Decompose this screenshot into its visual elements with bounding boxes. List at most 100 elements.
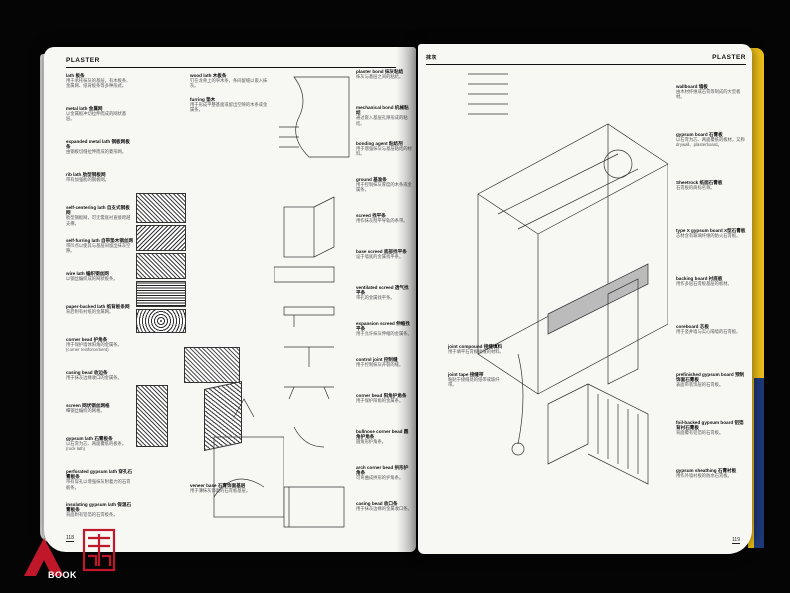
term-entry: expanded metal lath 钢板网板条由钢板切缝拉伸而成的菱形网。 xyxy=(66,139,134,155)
term-entry: furring 垫木用于形成平整基面或留出空隙的木条或金属条。 xyxy=(190,97,270,113)
term-definition: 抹灰与基层之间的粘结。 xyxy=(356,74,404,80)
wallboard-isometric-drawing xyxy=(468,73,668,485)
term-title: arch corner bead 拱形护角条 xyxy=(356,465,409,476)
term-definition: 以钢丝编织成的网状板条。 xyxy=(66,276,118,282)
term-title: gypsum lath 石膏板条 xyxy=(66,436,113,441)
term-definition: 芯材含有玻璃纤维的防火石膏板。 xyxy=(676,233,741,239)
term-entry: gypsum sheathing 石膏衬板用作外墙衬板的防水石膏板。 xyxy=(676,468,746,478)
term-title: wallboard 墙板 xyxy=(676,84,708,89)
left-folio: 118 xyxy=(66,535,74,542)
term-definition: 用于薄抹灰饰面的石膏板基层。 xyxy=(190,488,251,494)
term-title: casing bead 收口条 xyxy=(356,501,398,506)
left-page: PLASTER lath 板条用于承托抹灰的基层，有木板条、金属网、纸背板条等多… xyxy=(44,47,416,552)
term-entry: perforated gypsum lath 穿孔石膏板条带有穿孔以增强抹灰附着… xyxy=(66,469,134,490)
term-definition: 通过嵌入基层孔隙形成的粘结。 xyxy=(356,115,408,126)
term-title: paper-backed lath 纸背板条网 xyxy=(66,304,130,309)
term-entry: casing bead 收边条用于抹灰边缘收口的金属条。 xyxy=(66,370,134,380)
term-title: ground 基准条 xyxy=(356,177,387,182)
term-definition: 用于增强抹灰与基层粘结的材料。 xyxy=(356,146,412,157)
term-title: foil-backed gypsum board 铝箔背衬石膏板 xyxy=(676,420,744,431)
term-entry: joint tape 接缝带粘贴于接缝处的纸带或玻纤带。 xyxy=(448,372,508,388)
term-entry: Sheetrock 纸面石膏板石膏板的商标名称。 xyxy=(676,180,746,190)
term-entry: expansion screed 伸缩找平条用于允许抹灰伸缩的金属条。 xyxy=(356,321,412,337)
term-title: mechanical bond 机械粘结 xyxy=(356,105,409,116)
term-title: screed 找平条 xyxy=(356,213,386,218)
term-title: gypsum sheathing 石膏衬板 xyxy=(676,468,737,473)
term-entry: coreboard 芯板用于竖井墙与实心隔墙的石膏板。 xyxy=(676,324,746,334)
corner-bead-drawings xyxy=(213,398,284,518)
term-entry: ground 基准条用于控制抹灰厚度的木条或金属条。 xyxy=(356,177,412,193)
term-title: furring 垫木 xyxy=(190,97,216,102)
term-title: coreboard 芯板 xyxy=(676,324,709,329)
self-centering-lath-swatch xyxy=(136,253,186,279)
term-title: control joint 控制缝 xyxy=(356,357,398,362)
term-definition: 由钢板切缝拉伸而成的菱形网。 xyxy=(66,149,127,155)
corner-bead-swatch xyxy=(136,385,168,447)
term-entry: bonding agent 粘结剂用于增强抹灰与基层粘结的材料。 xyxy=(356,141,412,157)
right-folio: 119 xyxy=(732,537,740,544)
term-title: joint tape 接缝带 xyxy=(448,372,484,377)
term-definition: 圆角形护角条。 xyxy=(356,439,387,445)
term-title: corner bead 阳角护角条 xyxy=(356,393,407,398)
term-definition: 带有加强肋的钢板网。 xyxy=(66,177,109,183)
term-entry: arch corner bead 拱形护角条可弯曲成拱形的护角条。 xyxy=(356,465,412,481)
term-entry: foil-backed gypsum board 铝箔背衬石膏板背面覆有铝箔的石… xyxy=(676,420,746,436)
right-page-header: 抹灰 PLASTER xyxy=(426,54,746,65)
term-title: bullnose corner bead 圆角护角条 xyxy=(356,429,409,440)
term-entry: self-centering lath 自支式钢板网肋型钢板网，可无需底衬直接跨… xyxy=(66,205,134,226)
term-definition: 用于控制抹灰厚度的木条或金属条。 xyxy=(356,182,412,193)
term-definition: 表面带装饰层的石膏板。 xyxy=(676,382,724,388)
logo-mark-icon xyxy=(24,528,116,576)
term-entry: self-furring lath 自带垫木钢丝网带凹点以使其与基层间留出抹灰空… xyxy=(66,238,134,254)
term-entry: control joint 控制缝用于控制抹灰开裂的缝。 xyxy=(356,357,412,367)
term-definition: 用于允许抹灰伸缩的金属条。 xyxy=(356,331,412,337)
term-entry: mechanical bond 机械粘结通过嵌入基层孔隙形成的粘结。 xyxy=(356,105,412,126)
term-title: prefinished gypsum board 预制饰面石膏板 xyxy=(676,372,745,383)
term-definition: 细钢丝编织的网格。 xyxy=(66,408,105,414)
right-page: 抹灰 PLASTER wallboard 墙板由木材纤维或石膏等制成的大型板材。… xyxy=(418,44,752,554)
term-entry: insulating gypsum lath 保温石膏板条背面附有铝箔的石膏板条… xyxy=(66,502,134,518)
term-definition: 带有穿孔以增强抹灰附着力的石膏板条。 xyxy=(66,479,131,490)
term-definition: 带孔的金属找平条。 xyxy=(356,295,395,301)
rib-lath-swatch xyxy=(136,225,186,251)
term-entry: veneer base 石膏饰面基层用于薄抹灰饰面的石膏板基层。 xyxy=(190,483,270,493)
term-entry: rib lath 肋型钢板网带有加强肋的钢板网。 xyxy=(66,172,134,182)
term-title: corner bead 护角条 xyxy=(66,337,108,342)
term-entry: lath 板条用于承托抹灰的基层，有木板条、金属网、纸背板条等多种形式。 xyxy=(66,73,134,89)
right-page-title: PLASTER xyxy=(712,54,746,61)
term-entry: wood lath 木板条钉在龙骨上的窄木条，条间留缝以嵌入抹灰。 xyxy=(190,73,270,89)
term-title: self-centering lath 自支式钢板网 xyxy=(66,205,130,216)
term-entry: plaster bond 抹灰粘结抹灰与基层之间的粘结。 xyxy=(356,69,412,79)
term-definition: 由木材纤维或石膏等制成的大型板材。 xyxy=(676,89,741,100)
term-entry: ventilated screed 透气找平条带孔的金属找平条。 xyxy=(356,285,412,301)
term-entry: metal lath 金属网以金属板冲切拉伸而成的网状基层。 xyxy=(66,106,134,122)
term-title: veneer base 石膏饰面基层 xyxy=(190,483,246,488)
term-title: base screed 底部找平条 xyxy=(356,249,407,254)
book-cover-edge xyxy=(748,48,764,548)
term-definition: 用于填平石膏板接缝的材料。 xyxy=(448,349,504,355)
term-definition: 用于竖井墙与实心隔墙的石膏板。 xyxy=(676,329,741,335)
term-entry: corner bead 护角条用于保护墙体阳角的金属条。(corner rein… xyxy=(66,337,134,353)
term-definition: 以石膏为芯、两面覆纸的板材，又称 drywall、plasterboard。 xyxy=(676,137,745,148)
self-furring-lath-swatch xyxy=(136,281,186,307)
term-title: perforated gypsum lath 穿孔石膏板条 xyxy=(66,469,133,480)
term-definition: 设于墙底的金属找平条。 xyxy=(356,254,404,260)
term-title: screen 网状钢丝网格 xyxy=(66,403,110,408)
term-entry: joint compound 接缝填料用于填平石膏板接缝的材料。 xyxy=(448,344,508,354)
term-entry: bullnose corner bead 圆角护角条圆角形护角条。 xyxy=(356,429,412,445)
term-definition: 用于保护阳角的金属条。 xyxy=(356,398,404,404)
term-definition: 以石膏为芯、两面覆纸的板条。(rock lath) xyxy=(66,441,127,452)
term-definition: 背面附有铝箔的石膏板条。 xyxy=(66,512,118,518)
term-title: self-furring lath 自带垫木钢丝网 xyxy=(66,238,134,243)
term-entry: corner bead 阳角护角条用于保护阳角的金属条。 xyxy=(356,393,412,403)
term-title: expansion screed 伸缩找平条 xyxy=(356,321,410,332)
term-title: ventilated screed 透气找平条 xyxy=(356,285,409,296)
term-definition: 用于抹灰边缘收口的金属条。 xyxy=(66,375,122,381)
logo-text: BOOK xyxy=(48,570,77,580)
left-page-header: PLASTER xyxy=(66,57,396,68)
term-title: metal lath 金属网 xyxy=(66,106,103,111)
left-page-title: PLASTER xyxy=(66,57,100,64)
bookstore-logo: BOOK xyxy=(22,526,122,581)
term-title: casing bead 收边条 xyxy=(66,370,108,375)
term-entry: paper-backed lath 纸背板条网背后附有衬纸的金属网。 xyxy=(66,304,134,314)
